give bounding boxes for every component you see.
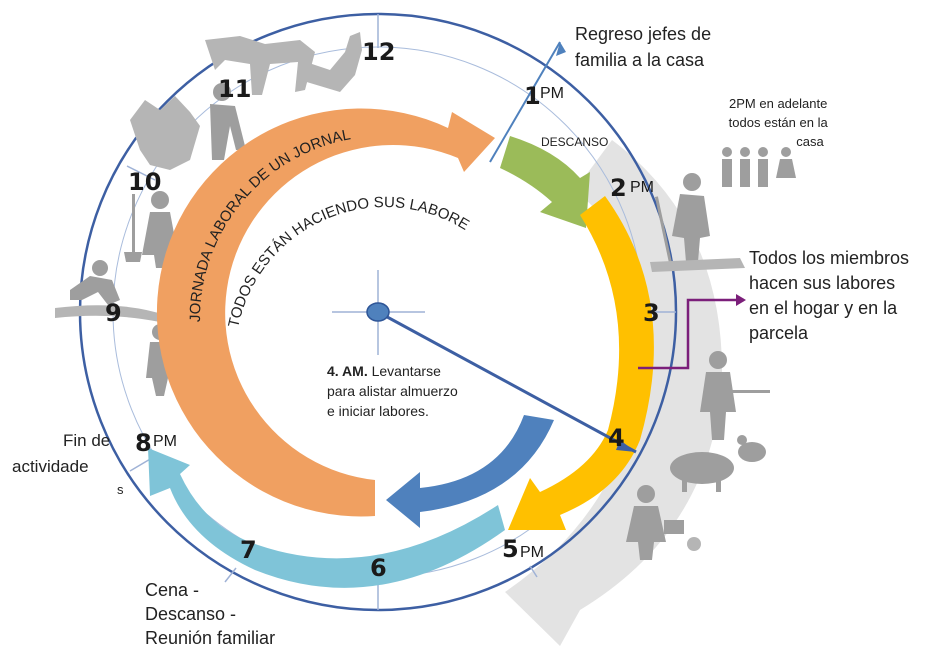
silhouette-girl-watering <box>626 485 701 560</box>
teal-arc-arrow <box>148 448 505 588</box>
silhouette-chicken <box>737 435 766 462</box>
hour-12: 12 <box>362 38 395 66</box>
silhouette-farmer-oxen <box>205 32 362 95</box>
center-pin <box>366 302 390 322</box>
hour-1: 1 <box>524 82 541 110</box>
clock-hand-4am <box>377 310 637 454</box>
regreso-label: Regreso jefes de familia a la casa <box>575 24 716 70</box>
hour-8-pm: PM <box>153 433 177 450</box>
casa-label: 2PM en adelante todos están en la casa <box>729 96 832 149</box>
hour-2-pm: PM <box>630 179 654 196</box>
am-label: 4. AM. Levantarse para alistar almuerzo … <box>327 363 462 419</box>
hour-5-pm: PM <box>520 544 544 561</box>
silhouette-man-walking <box>700 351 770 440</box>
cena-label: Cena - Descanso - Reunión familiar <box>145 580 275 648</box>
hour-8: 8 <box>135 429 152 457</box>
purple-bracket <box>638 298 744 370</box>
hour-3: 3 <box>643 299 660 327</box>
hour-1-pm: PM <box>540 85 564 102</box>
silhouette-crouching-worker <box>55 260 165 322</box>
green-arc-arrow <box>500 136 590 228</box>
hour-10: 10 <box>128 168 161 196</box>
silhouette-hoe-worker-right <box>650 173 745 272</box>
silhouette-planter <box>130 83 246 170</box>
miembros-label: Todos los miembros hacen sus labores en … <box>749 248 914 343</box>
descanso-label: DESCANSO <box>541 135 608 149</box>
hour-2: 2 <box>610 174 627 202</box>
hour-5: 5 <box>502 535 519 563</box>
family-figures-icon <box>722 147 796 187</box>
silhouette-pig <box>670 452 734 492</box>
blue-arc-arrow <box>386 415 554 528</box>
hour-9: 9 <box>105 299 122 327</box>
hour-4: 4 <box>608 424 625 452</box>
hour-7: 7 <box>240 536 257 564</box>
orange-arc-arrow <box>156 108 495 517</box>
regreso-arrow-line <box>489 41 561 163</box>
hour-11: 11 <box>218 75 251 103</box>
hour-6: 6 <box>370 554 387 582</box>
fin-label: Fin de actividade s <box>12 431 124 497</box>
